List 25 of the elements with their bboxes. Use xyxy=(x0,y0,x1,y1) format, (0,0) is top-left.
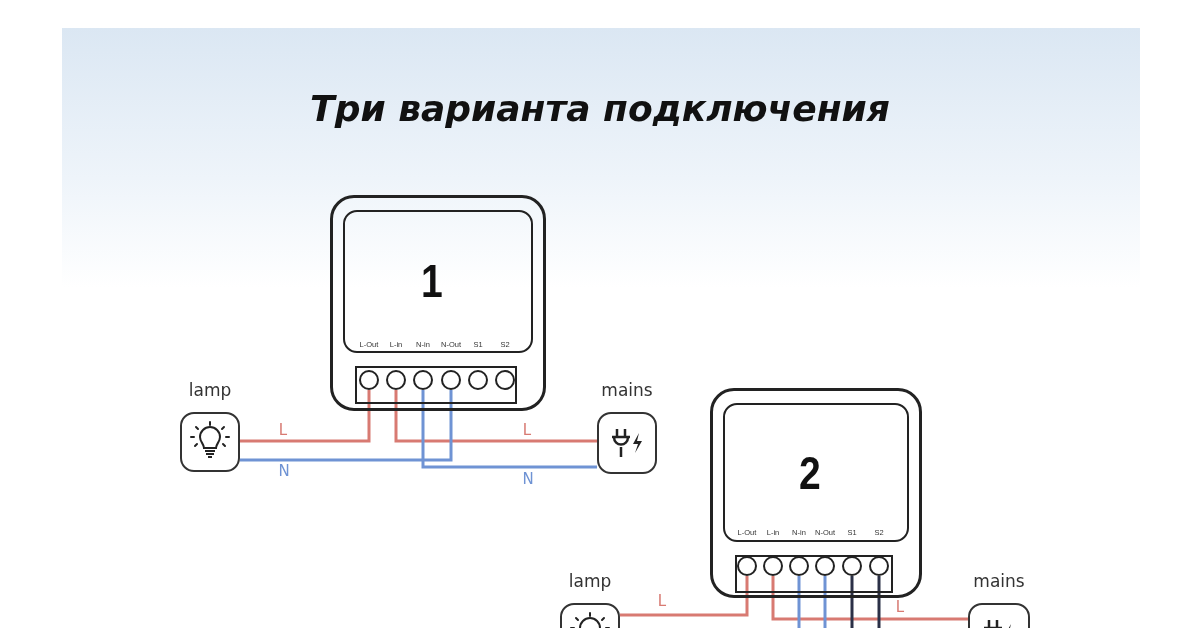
relay-module-outline xyxy=(710,388,922,598)
wire xyxy=(240,390,453,462)
wire-label: L xyxy=(895,598,905,616)
device-name: lamp xyxy=(188,380,232,400)
variant-number: 2 xyxy=(798,445,821,500)
wire xyxy=(620,576,749,617)
relay-module-outline xyxy=(330,195,546,411)
wire xyxy=(877,576,881,628)
diagram-title: Три варианта подключения xyxy=(310,88,890,129)
wire xyxy=(394,390,597,443)
wire xyxy=(240,390,371,443)
wire xyxy=(797,576,801,628)
wire-label: N xyxy=(278,462,290,480)
wire xyxy=(421,390,597,469)
wire xyxy=(850,576,854,628)
wire-label: L xyxy=(278,421,288,439)
device-name: mains xyxy=(601,380,653,400)
device-name: lamp xyxy=(568,571,612,591)
wire xyxy=(823,576,827,628)
wire xyxy=(771,576,968,621)
wire-label: L xyxy=(657,592,667,610)
variant-number: 1 xyxy=(420,254,443,309)
device-name: mains xyxy=(973,571,1025,591)
wire-label: L xyxy=(522,421,532,439)
wire-label: N xyxy=(522,470,534,488)
